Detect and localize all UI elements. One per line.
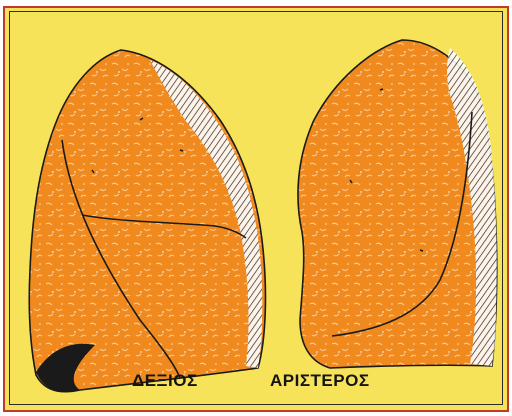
left-lung bbox=[298, 40, 497, 368]
right-lung bbox=[29, 50, 265, 392]
left-lung-label: ΑΡΙΣΤΕΡΟΣ bbox=[270, 371, 370, 391]
right-lung-body bbox=[29, 50, 265, 392]
right-lung-label: ΔΕΞΙΟΣ bbox=[132, 371, 198, 391]
